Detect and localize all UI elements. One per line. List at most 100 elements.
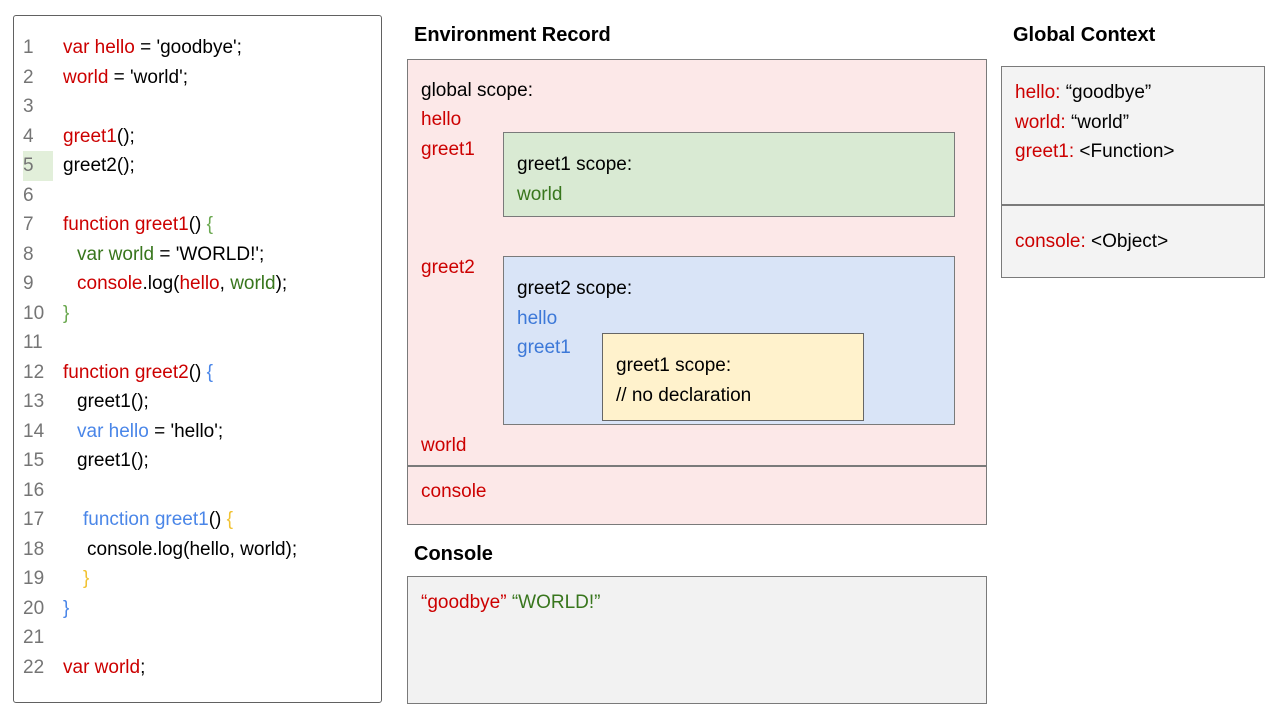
line-number: 15 bbox=[23, 450, 45, 471]
text-segment: , bbox=[219, 273, 231, 294]
text-segment: function greet1 bbox=[83, 509, 209, 530]
inner-greet1-scope-comment: // no declaration bbox=[616, 384, 752, 406]
global-context-console-box: console: <Object> bbox=[1001, 205, 1265, 278]
code-line-17: 17 function greet1() { bbox=[14, 505, 381, 535]
code-text: greet1(); bbox=[63, 446, 149, 476]
text-segment: () bbox=[208, 509, 227, 530]
text-segment: = 'hello'; bbox=[148, 420, 224, 442]
text-segment: world bbox=[63, 66, 109, 88]
binding-value: <Function> bbox=[1074, 141, 1175, 162]
greet1-scope-title: greet1 scope: bbox=[517, 154, 633, 175]
console-title: Console bbox=[414, 543, 493, 565]
line-number: 14 bbox=[23, 420, 45, 442]
text-segment: (); bbox=[116, 125, 135, 147]
greet1-scope-box: greet1 scope: world bbox=[503, 132, 955, 217]
line-number: 10 bbox=[23, 302, 45, 324]
line-number: 2 bbox=[23, 66, 34, 88]
binding-greet1: greet1: <Function> bbox=[1015, 137, 1264, 167]
code-text: } bbox=[63, 564, 89, 594]
line-number: 8 bbox=[23, 243, 34, 265]
line-number: 7 bbox=[23, 214, 34, 235]
text-segment: } bbox=[83, 568, 90, 589]
code-line-20: 20} bbox=[14, 594, 381, 624]
text-segment: () bbox=[188, 214, 207, 235]
text-segment: console bbox=[77, 273, 143, 294]
binding-world: world: “world” bbox=[1015, 108, 1264, 138]
line-number: 20 bbox=[23, 597, 45, 619]
binding-name: greet1: bbox=[1015, 141, 1075, 162]
text-segment: function greet1 bbox=[63, 214, 189, 235]
binding-name: console: bbox=[1015, 231, 1086, 252]
greet2-scope-var-greet1: greet1 bbox=[517, 337, 571, 358]
console-output-box: “goodbye” “WORLD!” bbox=[407, 576, 987, 704]
code-line-19: 19} bbox=[14, 564, 381, 594]
code-text: var world; bbox=[63, 653, 145, 683]
line-number: 16 bbox=[23, 479, 45, 501]
global-var-hello: hello bbox=[421, 109, 462, 130]
text-segment: } bbox=[63, 302, 70, 324]
code-line-2: 2 world = 'world'; bbox=[14, 63, 381, 93]
code-line-9: 9 console.log(hello, world); bbox=[14, 269, 381, 299]
greet2-scope-title: greet2 scope: bbox=[517, 278, 633, 299]
code-text: world = 'world'; bbox=[63, 63, 188, 93]
text-segment: greet1(); bbox=[77, 450, 149, 471]
binding-console: console: <Object> bbox=[1015, 227, 1264, 257]
code-text: var hello = 'goodbye'; bbox=[63, 33, 242, 63]
line-number: 18 bbox=[23, 538, 45, 560]
code-text: function greet2() { bbox=[63, 358, 213, 388]
line-number: 17 bbox=[23, 509, 45, 530]
line-number: 4 bbox=[23, 125, 34, 147]
text-segment: { bbox=[206, 361, 213, 383]
text-segment: { bbox=[206, 214, 213, 235]
code-text: greet1(); bbox=[63, 387, 149, 417]
line-number: 3 bbox=[23, 96, 34, 117]
code-line-18: 18 console.log(hello, world); bbox=[14, 535, 381, 565]
text-segment: function greet2 bbox=[63, 361, 189, 383]
text-segment: greet1(); bbox=[77, 391, 149, 412]
global-scope-label: global scope: bbox=[421, 80, 533, 101]
code-text: function greet1() { bbox=[63, 505, 233, 535]
line-number: 11 bbox=[23, 332, 43, 353]
line-number: 13 bbox=[23, 391, 45, 412]
code-text: } bbox=[63, 594, 69, 624]
text-segment: () bbox=[188, 361, 207, 383]
environment-record: global scope: hello greet1 greet2 world … bbox=[407, 59, 987, 525]
text-segment: var hello bbox=[77, 420, 149, 442]
text-segment: ; bbox=[140, 656, 146, 678]
code-line-7: 7 function greet1() { bbox=[14, 210, 381, 240]
text-segment: “goodbye” bbox=[421, 592, 507, 613]
code-text: function greet1() { bbox=[63, 210, 213, 240]
code-line-10: 10} bbox=[14, 299, 381, 329]
code-line-16: 16 bbox=[14, 476, 381, 506]
global-context-title: Global Context bbox=[1013, 24, 1156, 46]
text-segment: .log( bbox=[142, 273, 180, 294]
code-line-4: 4 greet1(); bbox=[14, 122, 381, 152]
code-text: console.log(hello, world); bbox=[63, 269, 287, 299]
line-number: 12 bbox=[23, 361, 45, 383]
text-segment: hello bbox=[179, 273, 220, 294]
code-line-12: 12 function greet2() { bbox=[14, 358, 381, 388]
code-text: var hello = 'hello'; bbox=[63, 417, 223, 447]
environment-record-title: Environment Record bbox=[414, 24, 611, 46]
text-segment: = 'goodbye'; bbox=[134, 37, 242, 58]
code-text: greet1(); bbox=[63, 122, 135, 152]
code-line-15: 15 greet1(); bbox=[14, 446, 381, 476]
console-output-line: “goodbye” “WORLD!” bbox=[421, 592, 973, 614]
inner-greet1-scope-box: greet1 scope: // no declaration bbox=[602, 333, 864, 421]
code-text: console.log(hello, world); bbox=[63, 535, 297, 565]
binding-name: world: bbox=[1015, 111, 1066, 133]
binding-name: hello: bbox=[1015, 82, 1061, 103]
text-segment: = 'world'; bbox=[108, 66, 188, 88]
global-context-bindings-box: hello: “goodbye”world: “world”greet1: <F… bbox=[1001, 66, 1265, 205]
line-number: 9 bbox=[23, 273, 34, 294]
text-segment: } bbox=[63, 597, 70, 619]
binding-value: “goodbye” bbox=[1060, 82, 1152, 103]
text-segment: var world bbox=[77, 243, 155, 265]
line-number: 6 bbox=[23, 184, 34, 206]
